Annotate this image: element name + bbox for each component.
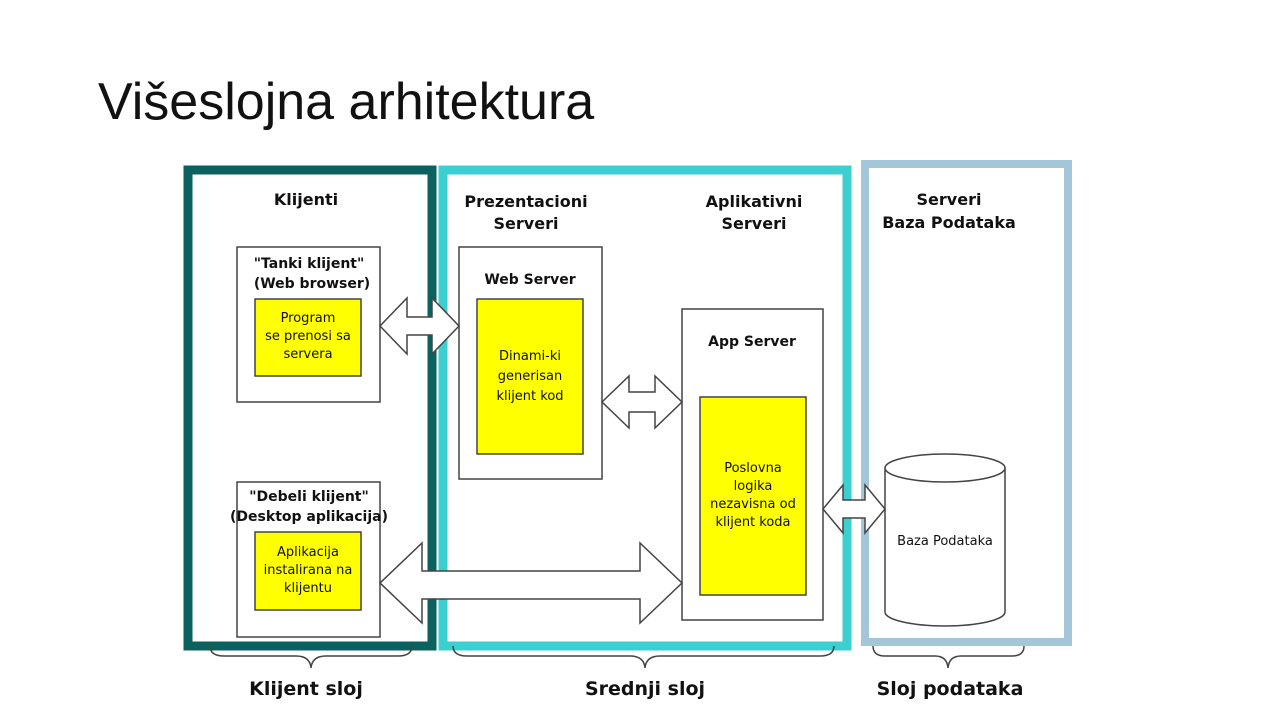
presentation-header-line2: Serveri <box>494 214 559 233</box>
thick-client-app-box <box>254 531 362 611</box>
client-tier-brace <box>209 645 413 669</box>
business-logic-line1: Poslovna <box>724 461 782 476</box>
thin-client-program-box <box>254 298 362 377</box>
web-server-code-line3: klijent kod <box>496 389 563 404</box>
app-server-title: App Server <box>708 334 796 350</box>
application-header-line1: Aplikativni <box>706 192 803 211</box>
data-tier-frame <box>861 160 1072 646</box>
clients-header: Klijenti <box>274 190 338 209</box>
arrow-app-server-database <box>822 482 886 536</box>
presentation-header-line1: Prezentacioni <box>464 192 587 211</box>
data-tier-label: Sloj podataka <box>877 678 1024 700</box>
database-label: Baza Podataka <box>897 534 993 549</box>
business-logic-line2: logika <box>734 479 773 494</box>
data-tier-brace <box>872 645 1025 669</box>
business-logic-line4: klijent koda <box>715 515 790 530</box>
thin-client-subtitle: (Web browser) <box>254 276 370 292</box>
arrow-web-server-app-server <box>600 374 684 430</box>
thin-client-program-line3: servera <box>283 347 332 362</box>
thin-client-program-line2: se prenosi sa <box>265 329 351 344</box>
web-server-code-line2: generisan <box>498 369 562 384</box>
middle-tier-frame <box>438 165 852 651</box>
web-server-code-line1: Dinami-ki <box>499 349 561 364</box>
database-cylinder <box>884 453 1006 627</box>
slide-title: Višeslojna arhitektura <box>98 73 595 131</box>
middle-tier-label: Srednji sloj <box>585 678 705 700</box>
middle-tier-brace <box>452 645 835 669</box>
thin-client-program-line1: Program <box>281 311 336 326</box>
business-logic-line3: nezavisna od <box>710 497 796 512</box>
thick-client-title: "Debeli klijent" <box>249 489 369 505</box>
client-tier-label: Klijent sloj <box>249 678 363 700</box>
database-header-line2: Baza Podataka <box>882 213 1016 232</box>
application-header-line2: Serveri <box>722 214 787 233</box>
client-tier-frame <box>183 165 437 651</box>
arrow-thin-client-web-server <box>378 296 461 356</box>
web-server-title: Web Server <box>484 272 575 288</box>
database-header-line1: Serveri <box>917 190 982 209</box>
business-logic-box <box>699 396 807 596</box>
thick-client-app-line3: klijentu <box>284 581 332 596</box>
thick-client-app-line1: Aplikacija <box>277 545 339 560</box>
arrow-thick-client-app-server <box>378 541 684 625</box>
thick-client-subtitle: (Desktop aplikacija) <box>230 509 388 525</box>
thick-client-app-line2: instalirana na <box>264 563 353 578</box>
web-server-code-box <box>476 298 584 455</box>
thin-client-title: "Tanki klijent" <box>254 256 365 272</box>
